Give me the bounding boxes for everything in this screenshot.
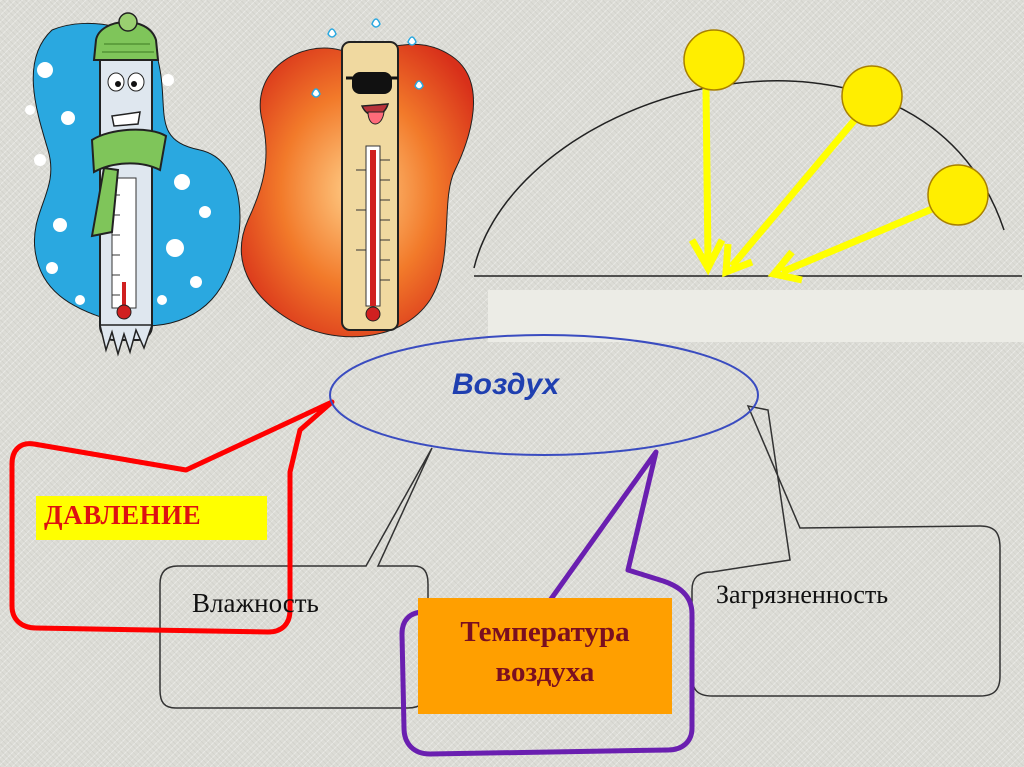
pollution-label: Загрязненность [716, 580, 889, 609]
temperature-callout [399, 449, 695, 757]
sun-rays [688, 87, 946, 284]
pressure-callout [9, 399, 335, 635]
temperature-label: Температура воздуха [418, 612, 672, 692]
temperature-box: Температура воздуха [418, 598, 672, 714]
air-ellipse [329, 334, 759, 456]
humidity-callout [159, 447, 433, 709]
sun-icon [927, 164, 989, 226]
pressure-label: ДАВЛЕНИЕ [44, 500, 202, 530]
ground-band [488, 290, 1024, 342]
cold-thermometer-icon [25, 12, 241, 357]
temperature-label-line1: Температура [460, 616, 630, 648]
pollution-callout [691, 404, 1001, 697]
sun-angle-diagram [473, 29, 1024, 342]
hot-thermometer-icon [240, 18, 474, 338]
air-title: Воздух [452, 368, 560, 401]
sun-icon [841, 65, 903, 127]
pressure-box: ДАВЛЕНИЕ [36, 496, 267, 540]
sun-icon [683, 29, 745, 91]
temperature-label-line2: воздуха [495, 656, 595, 688]
humidity-label: Влажность [192, 588, 319, 618]
